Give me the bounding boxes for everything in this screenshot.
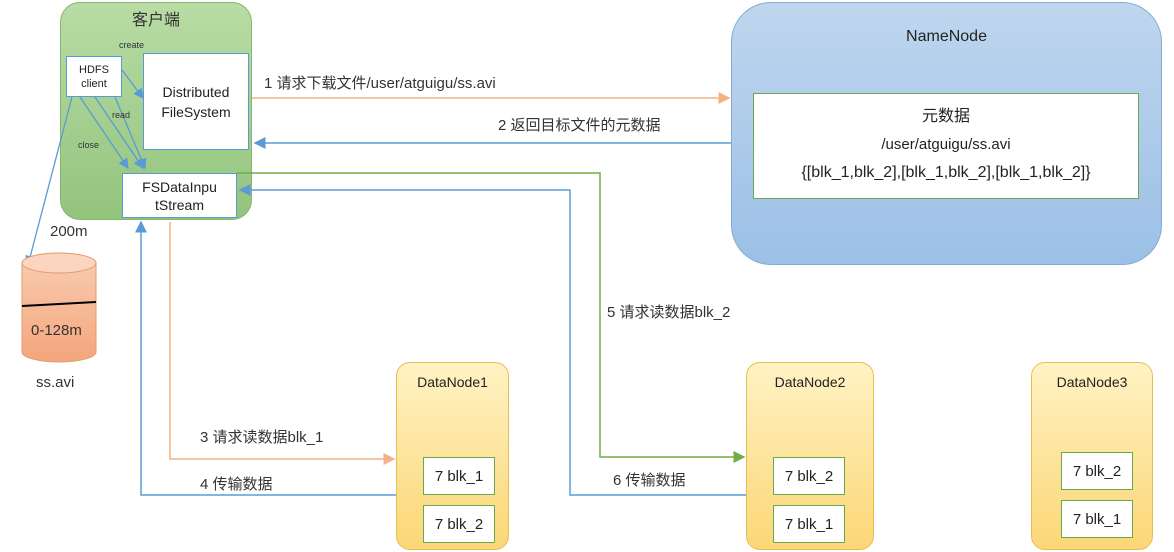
fsdatainputstream-box: FSDataInpu tStream — [122, 173, 237, 218]
datanode3-title: DataNode3 — [1056, 374, 1128, 390]
hdfs-client-box: HDFS client — [66, 56, 122, 97]
fsd-line1: FSDataInpu — [142, 178, 217, 195]
distributed-filesystem-box: Distributed FileSystem — [143, 53, 249, 150]
file-split-line — [21, 301, 97, 307]
file-cylinder-body — [21, 263, 97, 363]
metadata-path: /user/atguigu/ss.avi — [881, 136, 1011, 153]
step3-arrow — [169, 222, 396, 465]
step6-label: 6 传输数据 — [613, 472, 686, 489]
dfs-line2: FileSystem — [161, 103, 231, 120]
datanode2-title: DataNode2 — [774, 374, 846, 390]
close-label: close — [78, 140, 100, 150]
datanode1-block-2: 7 blk_2 — [423, 505, 495, 543]
metadata-blocks: {[blk_1,blk_2],[blk_1,blk_2],[blk_1,blk_… — [801, 164, 1091, 181]
datanode2-block-2: 7 blk_1 — [773, 505, 845, 543]
datanode3-block-1: 7 blk_2 — [1061, 452, 1133, 490]
step1-label: 1 请求下载文件/user/atguigu/ss.avi — [264, 75, 496, 92]
client-to-file-arrow — [25, 96, 73, 267]
hdfs-client-line1: HDFS — [79, 63, 109, 76]
datanode1-block-1: 7 blk_1 — [423, 457, 495, 495]
step4-label: 4 传输数据 — [200, 476, 273, 493]
namenode-title: NameNode — [906, 28, 987, 45]
file-part-label: 0-128m — [31, 322, 82, 339]
dfs-line1: Distributed — [162, 83, 230, 100]
step5-arrow — [237, 172, 746, 463]
file-name-label: ss.avi — [36, 374, 75, 391]
client-to-stream-arrow — [114, 96, 147, 170]
datanode3-block-2: 7 blk_1 — [1061, 500, 1133, 538]
file-cylinder-top — [21, 252, 97, 274]
read-label: read — [112, 110, 131, 120]
step3-label: 3 请求读数据blk_1 — [200, 429, 324, 446]
client-title: 客户端 — [131, 12, 180, 29]
step6-arrow — [238, 184, 746, 496]
metadata-box: 元数据 /user/atguigu/ss.avi {[blk_1,blk_2],… — [753, 93, 1139, 199]
datanode2-block-1: 7 blk_2 — [773, 457, 845, 495]
metadata-title: 元数据 — [921, 108, 970, 125]
create-arrow — [121, 69, 144, 100]
step5-label: 5 请求读数据blk_2 — [607, 304, 731, 321]
create-label: create — [119, 40, 145, 50]
step4-arrow — [135, 220, 396, 496]
read-arrow — [94, 96, 144, 170]
datanode1-title: DataNode1 — [417, 374, 488, 390]
step2-label: 2 返回目标文件的元数据 — [498, 117, 661, 134]
fsd-line2: tStream — [154, 196, 204, 213]
hdfs-client-line2: client — [81, 77, 107, 90]
file-size-label: 200m — [50, 223, 88, 240]
close-arrow — [79, 96, 129, 170]
